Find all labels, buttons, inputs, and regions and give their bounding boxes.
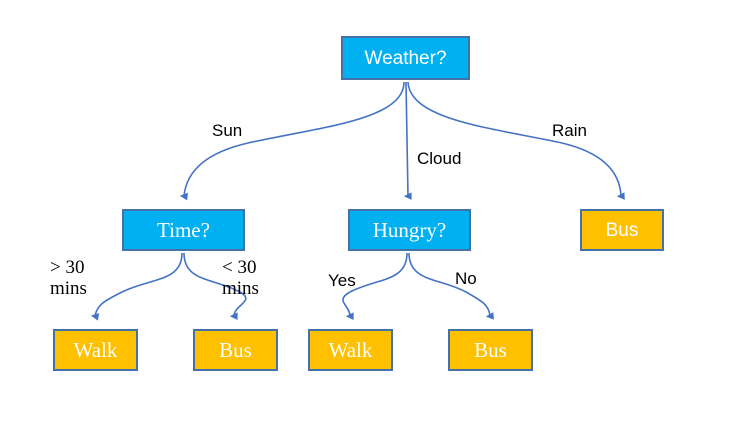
edge-label-weather-cloud: Cloud bbox=[417, 149, 462, 168]
edge-time-long bbox=[90, 252, 183, 321]
node-label: Time? bbox=[157, 217, 210, 242]
edge-label-time-long: > 30 mins bbox=[50, 257, 87, 300]
node-label: Bus bbox=[474, 337, 507, 362]
edge-label-hungry-no: No bbox=[455, 269, 477, 288]
node-label: Hungry? bbox=[372, 217, 447, 242]
node-hungry[interactable]: Hungry? bbox=[348, 209, 471, 251]
node-label: Bus bbox=[605, 219, 639, 241]
node-label: Walk bbox=[73, 337, 118, 362]
node-bus-short[interactable]: Bus bbox=[193, 329, 278, 371]
node-bus-no[interactable]: Bus bbox=[448, 329, 533, 371]
node-walk-yes[interactable]: Walk bbox=[308, 329, 393, 371]
edge-weather-cloud bbox=[403, 81, 412, 200]
edge-label-time-short: < 30 mins bbox=[222, 257, 259, 300]
edge-label-hungry-yes: Yes bbox=[328, 271, 356, 290]
node-bus-rain[interactable]: Bus bbox=[580, 209, 664, 251]
edge-label-weather-sun: Sun bbox=[212, 121, 243, 140]
node-walk-long[interactable]: Walk bbox=[53, 329, 138, 371]
node-weather[interactable]: Weather? bbox=[341, 36, 470, 80]
edge-weather-rain bbox=[407, 81, 625, 200]
edge-hungry-no bbox=[408, 252, 494, 320]
node-label: Bus bbox=[219, 337, 252, 362]
node-time[interactable]: Time? bbox=[122, 209, 245, 251]
node-label: Weather? bbox=[364, 47, 447, 69]
edge-label-weather-rain: Rain bbox=[552, 121, 587, 140]
node-label: Walk bbox=[328, 337, 373, 362]
